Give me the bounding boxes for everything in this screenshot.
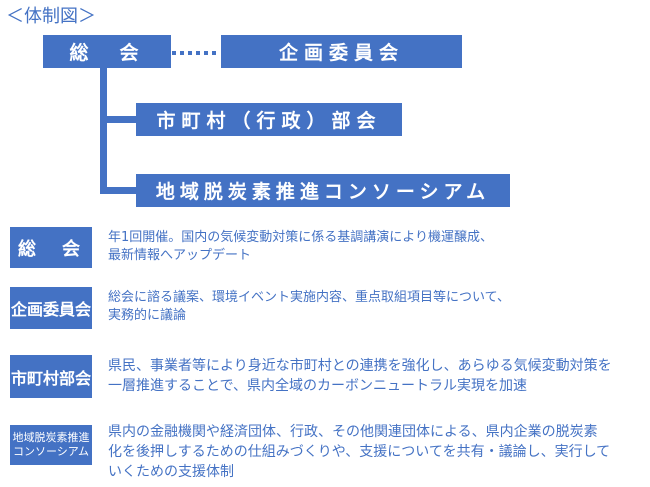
text-line: いくための支援体制 (108, 464, 234, 480)
text-line: 総会に諮る議案、環境イベント実施内容、重点取組項目等について、 (108, 290, 510, 305)
planning-committee-box: 企画委員会 (221, 35, 462, 68)
general-meeting-label: 総 会 (69, 42, 145, 64)
label-text: 総 会 (18, 238, 84, 260)
desc-text-consortium: 県内の金融機関や経済団体、行政、その他関連団体による、県内企業の脱炭素 化を後押… (108, 422, 648, 482)
desc-label-general-meeting: 総 会 (10, 227, 92, 268)
label-text: 市町村部会 (10, 368, 91, 388)
desc-label-consortium: 地域脱炭素推進 コンソーシアム (10, 425, 92, 465)
dotted-connector (172, 51, 220, 55)
consortium-label: 地域脱炭素推進コンソーシアム (155, 181, 491, 203)
text-line: 年1回開催。国内の気候変動対策に係る基調講演により機運醸成、 (108, 230, 494, 245)
municipal-section-box: 市町村（行政）部会 (136, 103, 402, 136)
desc-text-municipal-section: 県民、事業者等により身近な市町村との連携を強化し、あらゆる気候変動対策を 一層推… (108, 356, 648, 396)
text-line: 最新情報へアップデート (108, 248, 252, 263)
label-text: 企画委員会 (10, 300, 91, 319)
municipal-section-label: 市町村（行政）部会 (156, 110, 382, 132)
text-line: 県内の金融機関や経済団体、行政、その他関連団体による、県内企業の脱炭素 (108, 424, 598, 440)
text-line: 化を後押しするための仕組みづくりや、支援についてを共有・議論し、実行して (108, 444, 611, 460)
desc-label-municipal-section: 市町村部会 (10, 355, 92, 398)
text-line: 実務的に議論 (108, 308, 187, 323)
page-title: ＜体制図＞ (6, 6, 96, 27)
vertical-connector (100, 68, 107, 194)
desc-text-planning-committee: 総会に諮る議案、環境イベント実施内容、重点取組項目等について、 実務的に議論 (108, 289, 648, 325)
planning-committee-label: 企画委員会 (278, 42, 404, 64)
consortium-box: 地域脱炭素推進コンソーシアム (136, 174, 510, 207)
label-text: 地域脱炭素推進 (12, 431, 90, 444)
desc-text-general-meeting: 年1回開催。国内の気候変動対策に係る基調講演により機運醸成、 最新情報へアップデ… (108, 229, 648, 265)
desc-label-planning-committee: 企画委員会 (10, 287, 92, 329)
text-line: 県民、事業者等により身近な市町村との連携を強化し、あらゆる気候変動対策を (108, 358, 612, 374)
branch-connector-2 (100, 187, 136, 194)
label-text: コンソーシアム (12, 445, 89, 458)
text-line: 一層推進することで、県内全域のカーボンニュートラル実現を加速 (108, 378, 528, 394)
general-meeting-box: 総 会 (43, 35, 171, 68)
branch-connector-1 (100, 116, 136, 123)
